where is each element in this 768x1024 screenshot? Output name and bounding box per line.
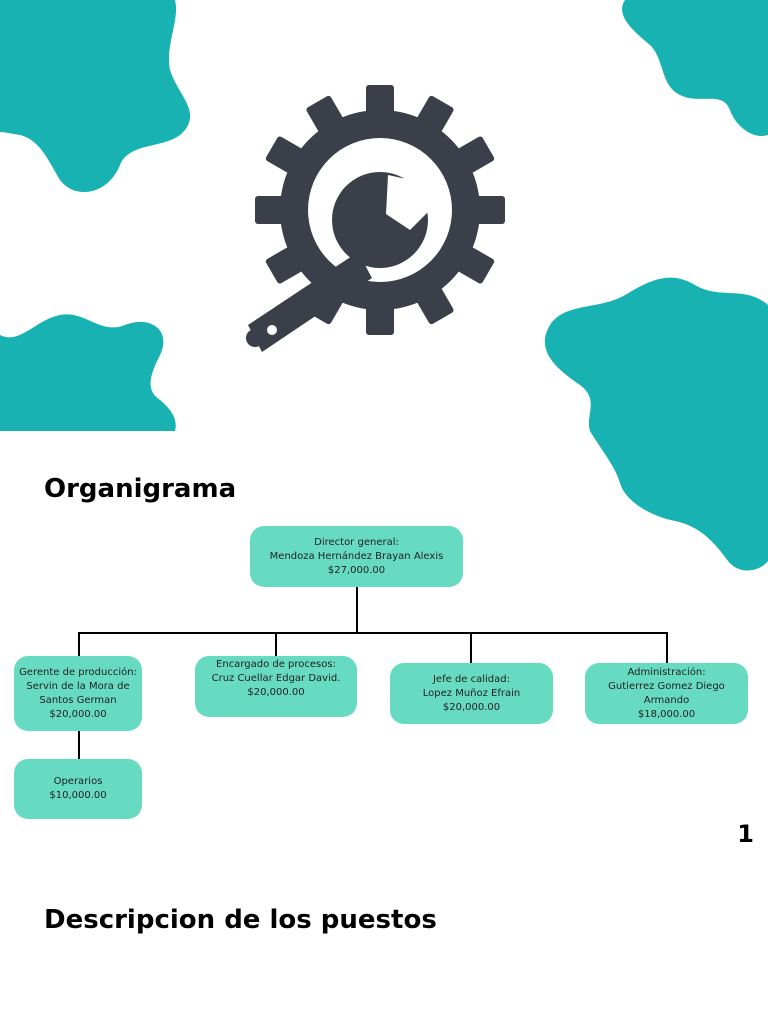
node-quality-lead: Jefe de calidad: Lopez Muñoz Efrain $20,… — [390, 663, 553, 724]
connector-director-trunk — [356, 587, 358, 633]
director-name: Mendoza Hernández Brayan Alexis — [269, 550, 444, 562]
admin-role: Administración: — [627, 666, 706, 678]
blob-right-upper — [544, 277, 768, 431]
section-title-job-descriptions: Descripcion de los puestos — [44, 905, 437, 935]
production-role: Gerente de producción: — [19, 666, 137, 678]
connector-to-quality — [470, 632, 472, 663]
node-director-general: Director general: Mendoza Hernández Bray… — [250, 526, 463, 587]
processes-salary: $20,000.00 — [247, 687, 305, 698]
production-name-line1: Servin de la Mora de — [26, 680, 130, 692]
blob-top-right — [622, 0, 768, 136]
connector-to-admin — [666, 632, 668, 663]
blob-bottom-left — [0, 314, 176, 431]
quality-role: Jefe de calidad: — [432, 673, 510, 685]
production-salary: $20,000.00 — [49, 708, 107, 720]
connector-to-processes — [275, 632, 277, 656]
hero-banner — [0, 0, 768, 431]
gear-wrench-icon — [246, 85, 505, 352]
node-operators: Operarios $10,000.00 — [14, 759, 142, 819]
node-process-lead: Encargado de procesos: Cruz Cuellar Edga… — [195, 656, 357, 717]
operators-salary: $10,000.00 — [49, 790, 107, 801]
processes-name: Cruz Cuellar Edgar David. — [211, 673, 341, 684]
quality-name: Lopez Muñoz Efrain — [422, 687, 521, 699]
quality-salary: $20,000.00 — [442, 701, 501, 713]
connector-horizontal-bus — [78, 632, 668, 634]
org-chart-title: Organigrama — [44, 474, 237, 504]
node-production-manager: Gerente de producción: Servin de la Mora… — [14, 656, 142, 731]
production-name-line2: Santos German — [39, 694, 117, 706]
operators-role: Operarios — [53, 776, 103, 787]
hero-decoration — [0, 0, 768, 431]
blob-right-lower — [590, 431, 768, 571]
connector-production-to-operators — [78, 731, 80, 759]
blob-top-left — [0, 0, 191, 192]
director-role: Director general: — [314, 536, 399, 548]
admin-salary: $18,000.00 — [637, 708, 696, 720]
processes-role: Encargado de procesos: — [216, 659, 336, 670]
node-administration: Administración: Gutierrez Gomez Diego Ar… — [585, 663, 748, 724]
page-number: 1 — [737, 820, 754, 848]
admin-name: Gutierrez Gomez Diego Armando — [608, 680, 725, 706]
director-salary: $27,000.00 — [327, 564, 386, 576]
connector-to-production — [78, 632, 80, 656]
